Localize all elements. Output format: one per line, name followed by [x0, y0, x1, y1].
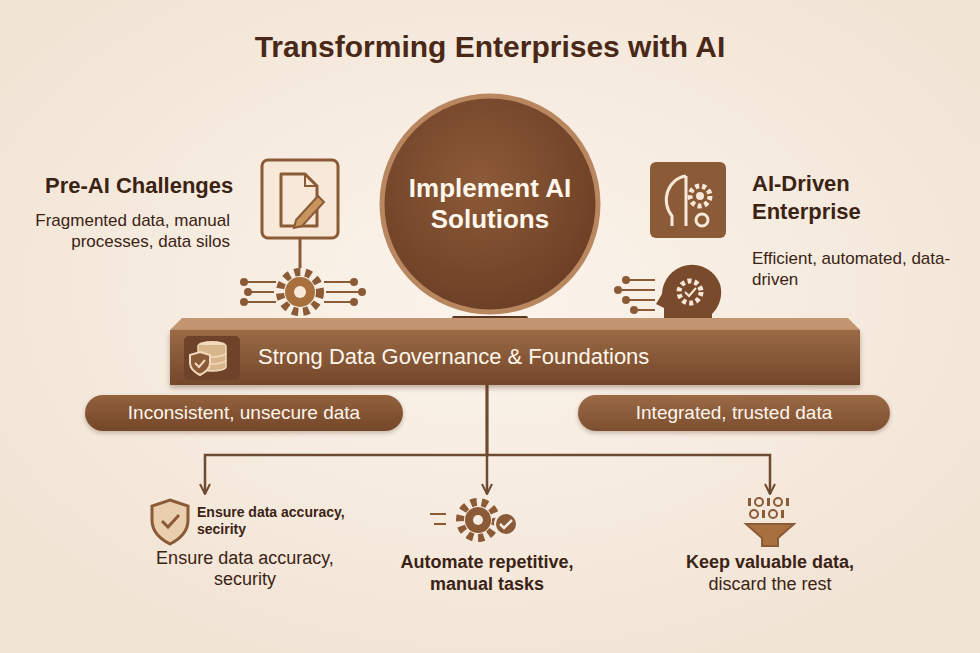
- node-heading: Ensure data accuracy, secirity: [197, 504, 347, 538]
- node-heading: Keep valuable data,: [655, 552, 885, 574]
- section-body: Efficient, automated, data-driven: [752, 248, 952, 291]
- outcome-item: Automate repetitive, manual tasks: [367, 494, 607, 599]
- diagram-title: Transforming Enterprises with AI: [0, 30, 980, 64]
- gear-circuit-icon: [241, 272, 365, 312]
- funnel-icon: [746, 498, 794, 546]
- database-shield-icon: [184, 336, 240, 380]
- section-body: Fragmented data, manual processes, data …: [30, 210, 230, 253]
- section-heading: Pre-AI Challenges: [45, 172, 265, 200]
- foundation-platform: Strong Data Governance & Foundations: [170, 330, 860, 385]
- node-body: discard the rest: [655, 574, 885, 596]
- outcome-item: Ensure data accuracy, secirityEnsure dat…: [128, 494, 362, 599]
- shield-icon: [152, 500, 188, 544]
- node-heading: Implement AI Solutions: [400, 173, 580, 235]
- node-heading: Integrated, trusted data: [636, 402, 832, 425]
- node-body: Ensure data accuracy, security: [128, 548, 362, 591]
- node-heading: Automate repetitive, manual tasks: [367, 552, 607, 595]
- node-heading: Inconsistent, unsecure data: [128, 402, 360, 425]
- status-pill: Integrated, trusted data: [578, 395, 890, 431]
- outcome-item: Keep valuable data,discard the rest: [655, 494, 885, 599]
- head-profile-icon: [615, 265, 721, 326]
- circle-shape: [382, 96, 598, 312]
- ai-head-icon: [650, 162, 726, 238]
- document-icon: [262, 160, 338, 268]
- gear-check-icon: [430, 502, 517, 538]
- section-heading: AI-Driven Enterprise: [752, 170, 962, 225]
- node-heading: Strong Data Governance & Foundations: [258, 344, 649, 370]
- platform-top: [170, 318, 860, 330]
- solution-circle: Implement AI Solutions: [378, 92, 602, 316]
- status-pill: Inconsistent, unsecure data: [85, 395, 403, 431]
